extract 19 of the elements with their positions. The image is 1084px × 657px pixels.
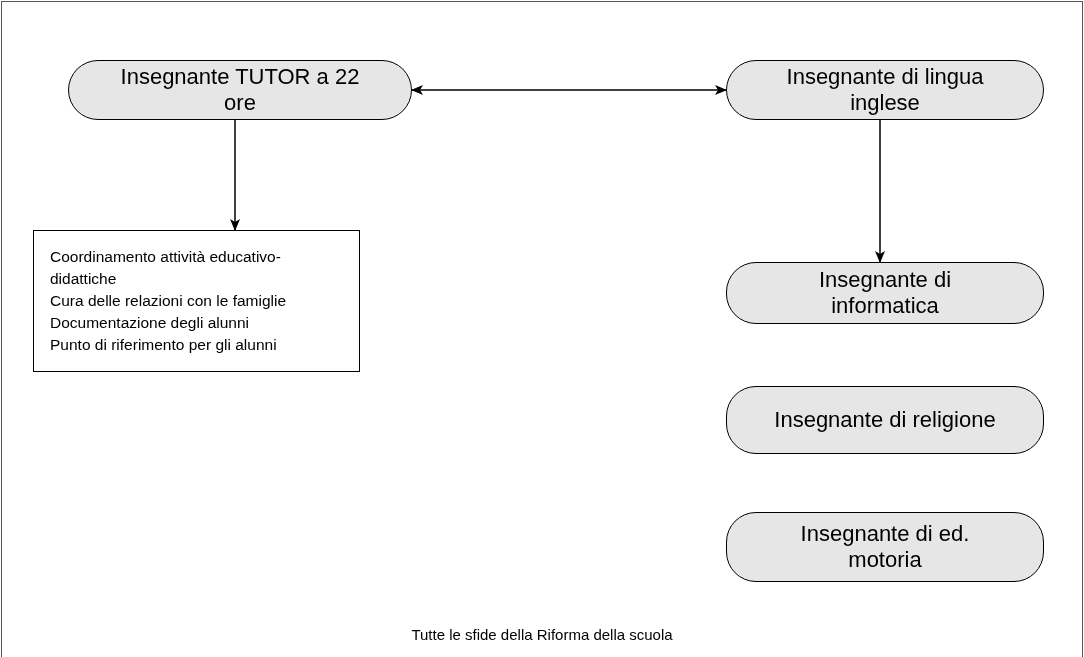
rounded-box — [726, 60, 1044, 120]
list-item: Cura delle relazioni con le famiglie — [50, 291, 288, 311]
box-label: Insegnante di ed. motoria — [799, 521, 971, 573]
arrow — [411, 85, 727, 95]
rounded-box — [726, 512, 1044, 582]
arrow — [875, 119, 885, 263]
caption: Tutte le sfide della Riforma della scuola — [411, 625, 673, 645]
rounded-box — [726, 262, 1044, 324]
list-item: Documentazione degli alunni — [50, 313, 251, 333]
rounded-box — [726, 386, 1044, 454]
list-item: Punto di riferimento per gli alunni — [50, 335, 278, 355]
text-box — [33, 230, 360, 372]
box-label: Insegnante di lingua inglese — [785, 64, 985, 116]
list-item: Coordinamento attività educativo-didattiche — [50, 247, 282, 289]
box-label: Insegnante di religione — [774, 407, 996, 433]
rounded-box — [68, 60, 412, 120]
box-label: Insegnante di informatica — [817, 267, 953, 319]
arrow — [230, 119, 240, 231]
box-label: Insegnante TUTOR a 22 ore — [119, 64, 361, 116]
